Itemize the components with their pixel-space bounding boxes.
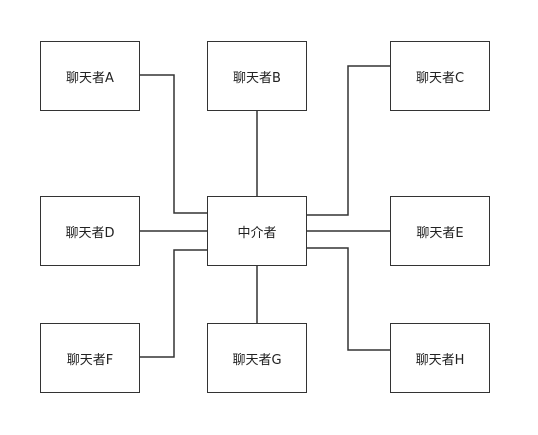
participant-node-d: 聊天者D [40,196,140,266]
participant-node-h: 聊天者H [390,323,490,393]
participant-label: 聊天者C [415,70,465,86]
participant-node-a: 聊天者A [40,41,140,111]
connector-f [140,249,207,358]
participant-node-e: 聊天者E [390,196,490,266]
participant-node-c: 聊天者C [390,41,490,111]
connector-a [140,74,207,214]
connector-h [307,247,390,351]
participant-label: 聊天者G [232,352,282,368]
participant-label: 聊天者H [415,352,465,368]
mediator-node: 中介者 [207,196,307,266]
mediator-label: 中介者 [237,225,277,241]
participant-label: 聊天者F [66,352,114,368]
participant-node-g: 聊天者G [207,323,307,393]
participant-node-b: 聊天者B [207,41,307,111]
participant-label: 聊天者B [233,70,281,86]
participant-label: 聊天者E [416,225,464,241]
participant-label: 聊天者A [66,70,114,86]
participant-label: 聊天者D [65,225,115,241]
participant-node-f: 聊天者F [40,323,140,393]
connector-c [307,65,390,216]
